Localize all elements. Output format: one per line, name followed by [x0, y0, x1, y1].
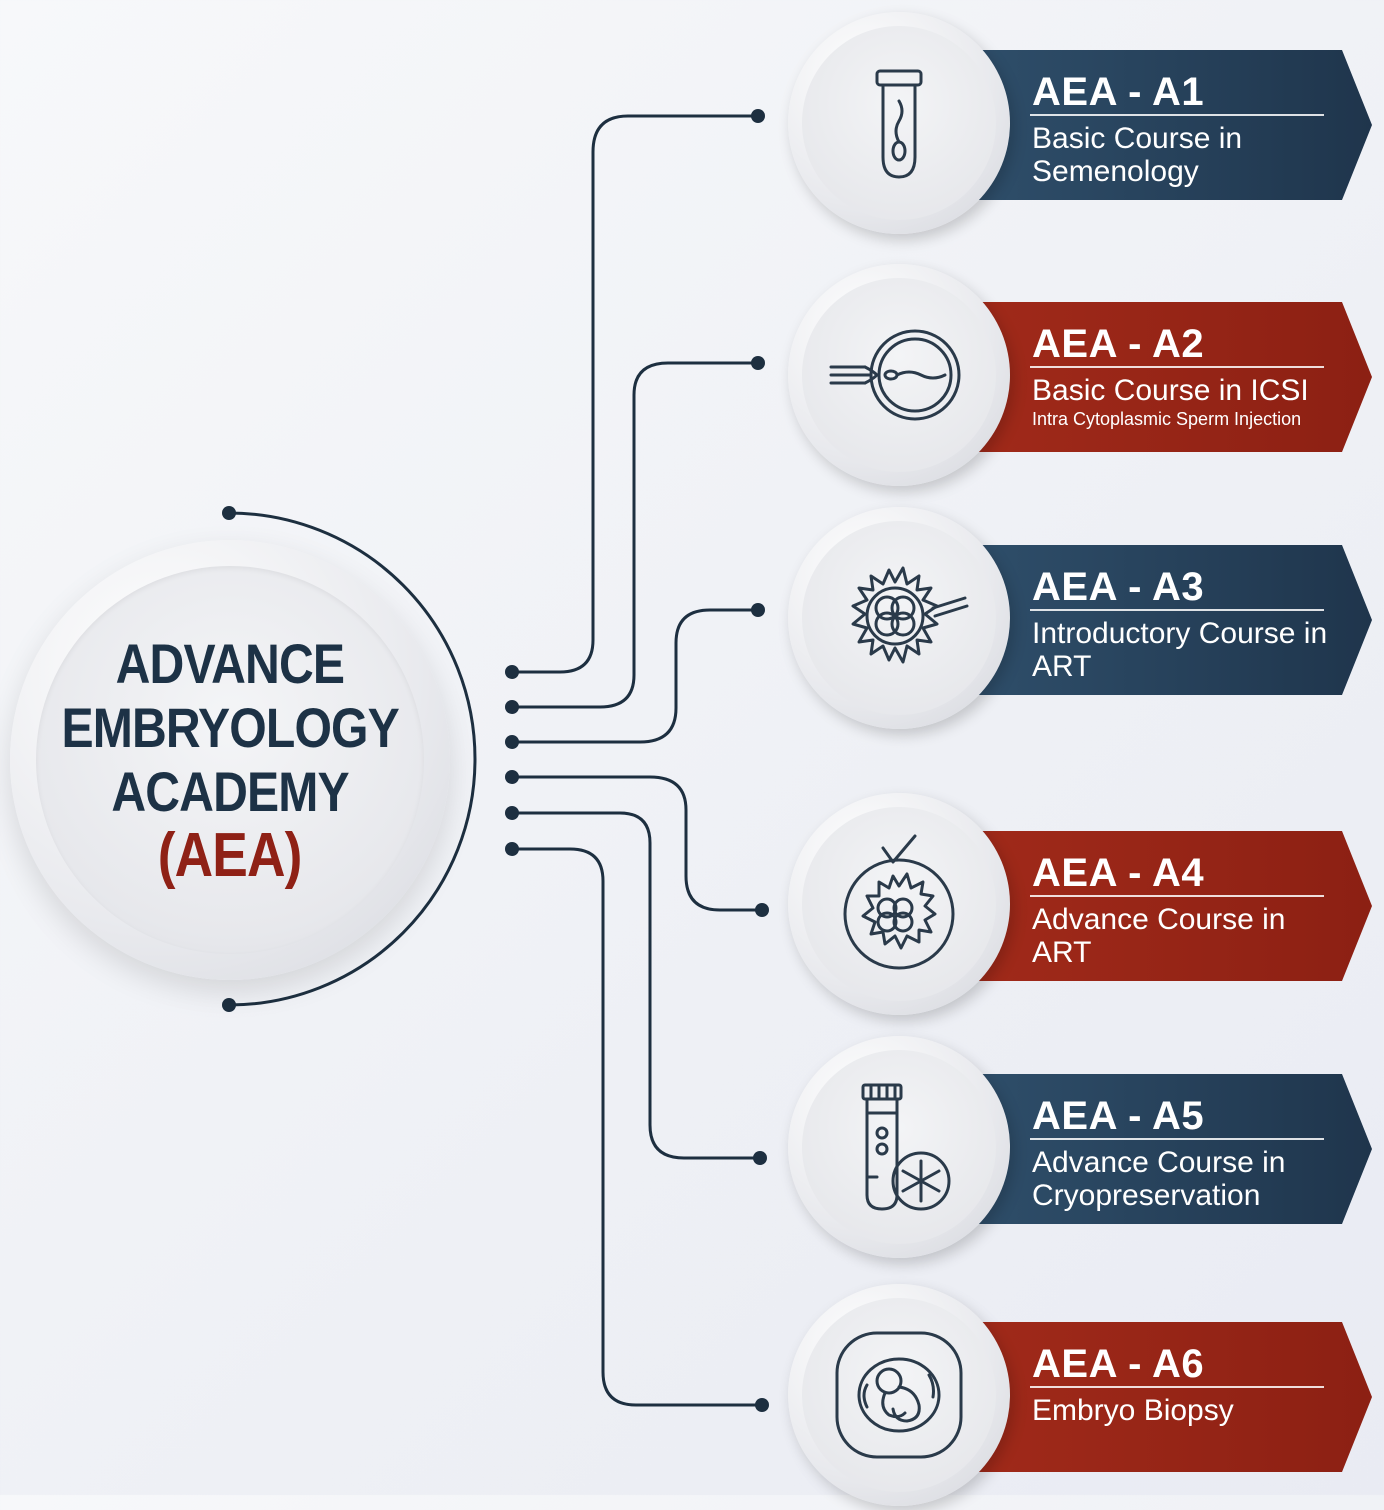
sperm-test-tube-icon: [875, 69, 923, 179]
cryo-tube-icon: [861, 1083, 951, 1211]
course-icon-circle: [788, 264, 1010, 486]
course-icon-circle: [788, 507, 1010, 729]
course-banner: [960, 1322, 1372, 1472]
academy-title: ADVANCE EMBRYOLOGY ACADEMY (AEA): [36, 566, 424, 954]
course-banner: [960, 302, 1372, 452]
course-title: Embryo Biopsy: [1032, 1394, 1234, 1427]
embryo-check-icon: [843, 834, 955, 970]
course-code: AEA - A3: [1032, 565, 1205, 609]
course-card-a4[interactable]: AEA - A4 Advance Course in ART: [0, 789, 1384, 1019]
fetus-icon: [835, 1331, 963, 1459]
course-title: Introductory Course in ART: [1032, 617, 1328, 683]
course-title: Advance Course in ART: [1032, 903, 1286, 969]
hub-title-line-2: EMBRYOLOGY: [61, 696, 399, 759]
course-banner: [960, 831, 1372, 981]
divider: [1030, 609, 1324, 611]
hub-title-line-1: ADVANCE: [115, 632, 345, 695]
course-title: Basic Course in Semenology: [1032, 122, 1243, 188]
divider: [1030, 1138, 1324, 1140]
course-banner: [960, 50, 1372, 200]
course-icon-circle: [788, 793, 1010, 1015]
icsi-injection-icon: [829, 329, 961, 421]
course-icon-circle: [788, 12, 1010, 234]
course-card-a5[interactable]: AEA - A5 Advance Course in Cryopreservat…: [0, 1032, 1384, 1262]
course-code: AEA - A4: [1032, 851, 1205, 895]
course-title: Advance Course in Cryopreservation: [1032, 1146, 1286, 1212]
course-banner: [960, 1074, 1372, 1224]
hub-title-line-3: ACADEMY: [111, 760, 349, 823]
course-card-a2[interactable]: AEA - A2 Basic Course in ICSI Intra Cyto…: [0, 260, 1384, 490]
divider: [1030, 895, 1324, 897]
course-card-a6[interactable]: AEA - A6 Embryo Biopsy: [0, 1280, 1384, 1510]
course-subtitle: Intra Cytoplasmic Sperm Injection: [1032, 409, 1302, 429]
course-title: Basic Course in ICSI: [1032, 374, 1309, 407]
course-icon-circle: [788, 1284, 1010, 1506]
course-code: AEA - A2: [1032, 322, 1205, 366]
academy-hub-circle: ADVANCE EMBRYOLOGY ACADEMY (AEA): [10, 540, 450, 980]
course-card-a1[interactable]: AEA - A1 Basic Course in Semenology: [0, 8, 1384, 238]
divider: [1030, 114, 1324, 116]
course-code: AEA - A6: [1032, 1342, 1205, 1386]
course-banner: [960, 545, 1372, 695]
course-code: AEA - A5: [1032, 1094, 1205, 1138]
divider: [1030, 1386, 1324, 1388]
course-code: AEA - A1: [1032, 70, 1205, 114]
embryo-cell-icon: [851, 566, 969, 664]
hub-title-abbreviation: (AEA): [158, 821, 303, 890]
course-card-a3[interactable]: AEA - A3 Introductory Course in ART: [0, 503, 1384, 733]
course-icon-circle: [788, 1036, 1010, 1258]
divider: [1030, 366, 1324, 368]
